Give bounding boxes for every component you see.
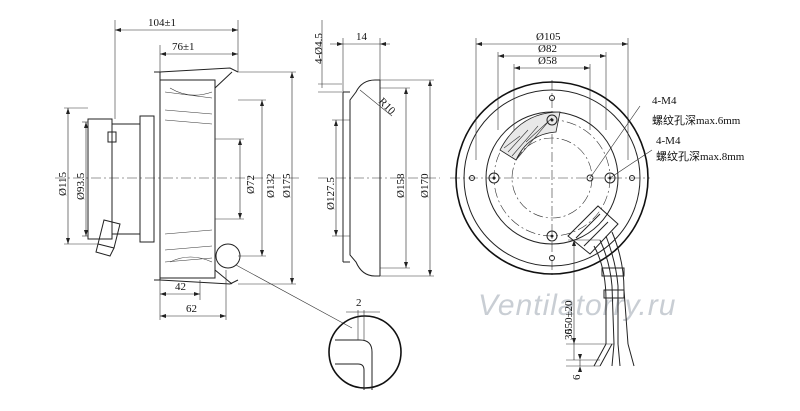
- dim-42: 42: [175, 281, 186, 293]
- dim-d58: Ø58: [538, 55, 557, 67]
- note-4-m4-b: 4-M4: [656, 135, 681, 147]
- dim-cable-550: 550±20: [563, 300, 575, 334]
- dim-d115: Ø115: [57, 171, 69, 196]
- dim-d175: Ø175: [281, 173, 293, 198]
- dim-76: 76±1: [172, 41, 195, 53]
- dim-r10: R10: [376, 96, 398, 118]
- side-view: 104±1 76±1 Ø115 Ø93.5 Ø72 Ø132 Ø17: [55, 17, 353, 329]
- dim-14: 14: [356, 31, 368, 43]
- dim-d93-5: Ø93.5: [75, 172, 87, 200]
- detail-gap: 2: [356, 297, 362, 309]
- dim-d132: Ø132: [265, 174, 277, 198]
- dim-d105: Ø105: [536, 31, 561, 43]
- hole-circle-82: [469, 95, 635, 261]
- cable-gland: [95, 219, 121, 257]
- detail-view: 2: [328, 297, 402, 390]
- watermark: Ventilatorry.ru: [478, 289, 676, 322]
- dim-holes-4-d4-5: 4-Ø4.5: [313, 33, 325, 64]
- note-4-m4-a: 4-M4: [652, 95, 677, 107]
- dim-strip-30: 30: [563, 329, 575, 341]
- cable-leads: [593, 231, 635, 367]
- label-sector: [499, 111, 561, 161]
- detail-marker-circle: [215, 243, 241, 269]
- note-4-m4-a-depth: 螺纹孔深max.6mm: [652, 113, 741, 127]
- dim-104: 104±1: [148, 17, 176, 29]
- dim-d127-5: Ø127.5: [325, 177, 337, 210]
- front-view: Ø105 Ø82 Ø58 4-M4 螺纹孔深max.6mm 4-M4 螺纹孔深m…: [450, 31, 745, 380]
- note-4-m4-b-depth: 螺纹孔深max.8mm: [656, 149, 745, 163]
- front-cable-gland: [567, 205, 619, 255]
- inlet-ring-view: 4-Ø4.5 14 R10 Ø127.5 Ø158 Ø170: [313, 20, 440, 277]
- dim-d158: Ø158: [395, 173, 407, 198]
- dim-62: 62: [186, 303, 197, 315]
- dim-d82: Ø82: [538, 43, 557, 55]
- dim-strip-6: 6: [571, 374, 583, 380]
- dim-d72: Ø72: [245, 175, 257, 194]
- dim-d170: Ø170: [419, 173, 431, 198]
